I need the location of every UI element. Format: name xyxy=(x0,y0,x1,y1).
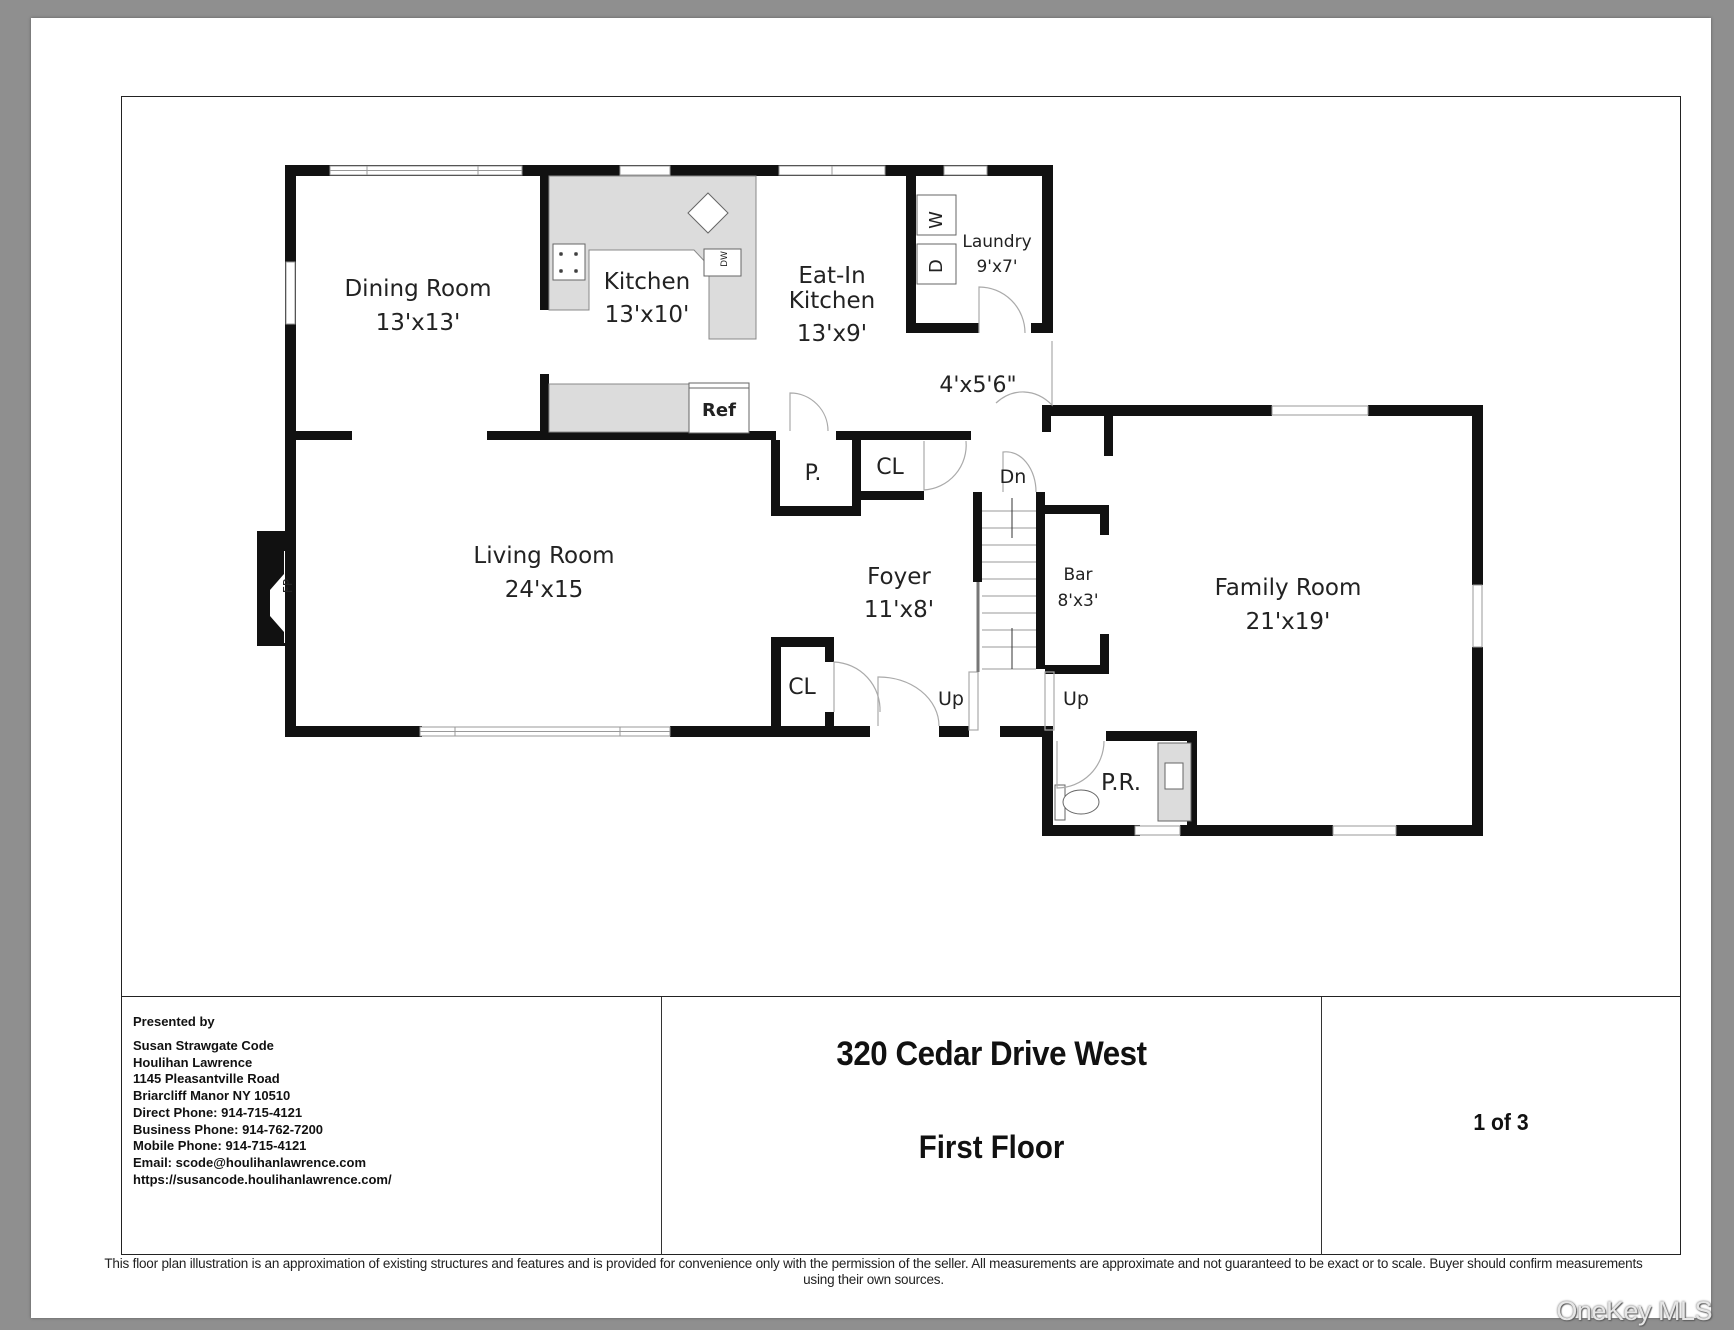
street-address: 1145 Pleasantville Road xyxy=(133,1071,280,1087)
agent-name: Susan Strawgate Code xyxy=(133,1038,274,1053)
floor-plan-page: Presented by Susan Strawgate Code Houlih… xyxy=(31,18,1711,1318)
city-state-zip: Briarcliff Manor NY 10510 xyxy=(133,1088,291,1104)
direct-phone: Direct Phone: 914-715-4121 xyxy=(133,1104,303,1120)
business-phone: Business Phone: 914-762-7200 xyxy=(133,1121,324,1137)
floor-plan-sheet: Presented by Susan Strawgate Code Houlih… xyxy=(121,96,1681,1255)
mobile-phone: Mobile Phone: 914-715-4121 xyxy=(133,1138,307,1154)
email: Email: scode@houlihanlawrence.com xyxy=(133,1154,367,1170)
presenter-info: Presented by Susan Strawgate Code Houlih… xyxy=(122,997,662,1255)
property-info: 320 Cedar Drive West First Floor xyxy=(662,997,1322,1255)
property-address: 320 Cedar Drive West xyxy=(836,1035,1147,1073)
title-block: Presented by Susan Strawgate Code Houlih… xyxy=(122,996,1680,1255)
website-link[interactable]: https://susancode.houlihanlawrence.com/ xyxy=(133,1171,392,1187)
floor-plan-drawing xyxy=(122,97,1680,997)
disclaimer: This floor plan illustration is an appro… xyxy=(104,1256,1643,1287)
page-count: 1 of 3 xyxy=(1473,1109,1529,1135)
presented-by-label: Presented by xyxy=(133,1014,215,1029)
page-indicator-cell: 1 of 3 xyxy=(1322,997,1680,1255)
watermark: OneKey MLS xyxy=(1556,1296,1712,1326)
brokerage-name: Houlihan Lawrence xyxy=(133,1054,253,1070)
floor-name: First Floor xyxy=(918,1129,1065,1165)
